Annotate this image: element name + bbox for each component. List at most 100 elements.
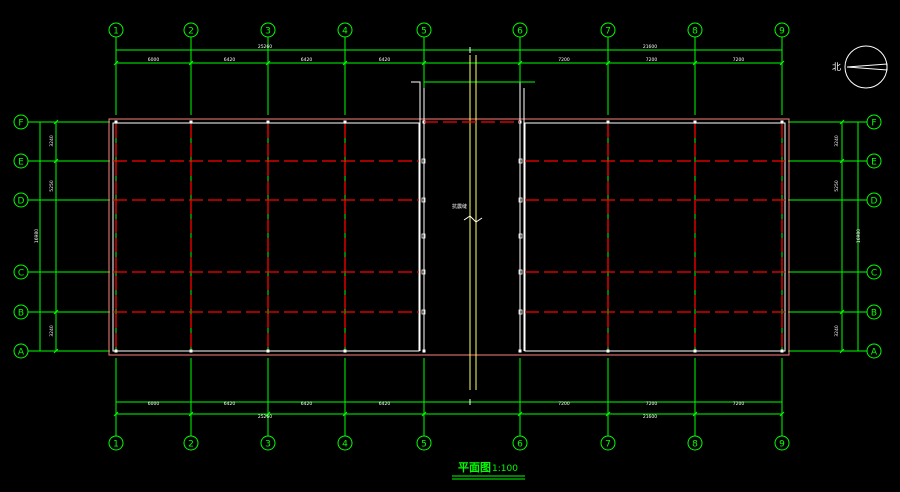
left-total-dim-text: 16980 xyxy=(34,229,40,243)
bottom-total-dim-text: 25260 xyxy=(258,414,272,420)
top-total-dim-text: 21600 xyxy=(643,44,657,50)
column-mark xyxy=(114,120,118,124)
axis-bubble-right-F-label: F xyxy=(871,119,876,129)
bottom-bay-dim-text: 6420 xyxy=(301,401,313,407)
drawing-title: 平面图 xyxy=(458,461,491,474)
top-dim-tick xyxy=(265,60,271,66)
axis-bubble-right-C-label: C xyxy=(871,269,877,279)
bottom-total-dim-text: 21600 xyxy=(643,414,657,420)
top-dim-tick xyxy=(188,60,194,66)
axis-bubble-bottom-7-circle xyxy=(600,435,616,451)
column-mark xyxy=(343,120,347,124)
axis-bubble-bottom-5-label: 5 xyxy=(421,440,427,450)
left-dim-tick xyxy=(53,309,59,315)
column-mark xyxy=(421,197,426,203)
axis-bubble-bottom-7-label: 7 xyxy=(605,440,611,450)
bottom-bay-dim-text: 7200 xyxy=(733,401,745,407)
axis-bubble-left-B-label: B xyxy=(18,309,24,319)
axis-bubble-left-F-label: F xyxy=(18,119,23,129)
top-bay-dim-text: 7200 xyxy=(558,57,570,63)
bottom-dim-tick xyxy=(605,411,611,417)
column-mark xyxy=(518,197,523,203)
axis-bubble-right-F-circle xyxy=(866,114,882,130)
column-mark xyxy=(421,309,426,315)
stair-wall-left xyxy=(411,81,421,123)
top-bay-dim-text: 6420 xyxy=(301,57,313,63)
north-arrow-pointer xyxy=(846,63,888,71)
column-mark xyxy=(518,269,523,275)
left-dim-tick xyxy=(53,348,59,354)
building-left-block xyxy=(112,122,420,352)
axis-bubble-top-9-circle xyxy=(774,22,790,38)
axis-bubble-top-8-circle xyxy=(687,22,703,38)
axis-bubble-top-1-label: 1 xyxy=(113,27,119,37)
axis-bubble-right-C-circle xyxy=(866,264,882,280)
axis-bubble-bottom-5-circle xyxy=(416,435,432,451)
axis-bubble-top-3-circle xyxy=(260,22,276,38)
right-dim-tick xyxy=(839,158,845,164)
top-bay-dim-text: 6420 xyxy=(224,57,236,63)
axis-bubble-left-A-label: A xyxy=(18,348,25,358)
axis-bubble-bottom-2-label: 2 xyxy=(188,440,194,450)
top-dim-tick xyxy=(342,60,348,66)
left-bay-dim-text: 3240 xyxy=(49,325,55,337)
column-mark xyxy=(518,233,523,239)
column-mark xyxy=(114,349,118,353)
axis-bubble-bottom-9-circle xyxy=(774,435,790,451)
column-mark xyxy=(266,120,270,124)
dimension-lines xyxy=(39,47,859,417)
top-dim-tick xyxy=(605,60,611,66)
left-dim-tick xyxy=(53,158,59,164)
top-dim-tick xyxy=(779,60,785,66)
bottom-dim-tick xyxy=(113,411,119,417)
beam-lines xyxy=(113,121,785,350)
bottom-bay-dim-text: 6420 xyxy=(224,401,236,407)
axis-bubble-top-1-circle xyxy=(108,22,124,38)
column-mark xyxy=(693,349,697,353)
axis-bubble-top-7-circle xyxy=(600,22,616,38)
right-bay-dim-text: 5250 xyxy=(834,180,840,192)
bottom-dim-tick xyxy=(779,411,785,417)
column-mark xyxy=(518,349,522,353)
bottom-dim-tick xyxy=(265,411,271,417)
axis-bubble-bottom-8-circle xyxy=(687,435,703,451)
bottom-bay-dim-text: 6000 xyxy=(148,401,160,407)
axis-bubble-right-B-circle xyxy=(866,304,882,320)
axis-bubble-left-F-circle xyxy=(13,114,29,130)
column-mark xyxy=(266,349,270,353)
top-dim-tick xyxy=(517,60,523,66)
axis-bubble-top-2-label: 2 xyxy=(188,27,194,37)
column-mark xyxy=(693,120,697,124)
top-dim-tick xyxy=(421,60,427,66)
bottom-dim-tick xyxy=(517,411,523,417)
column-mark xyxy=(606,120,610,124)
bottom-dim-tick xyxy=(188,411,194,417)
north-label: 北 xyxy=(832,62,841,73)
axis-bubble-top-4-label: 4 xyxy=(342,27,348,37)
axis-bubble-right-D-circle xyxy=(866,192,882,208)
axis-bubble-top-2-circle xyxy=(183,22,199,38)
top-bay-dim-text: 6000 xyxy=(148,57,160,63)
column-mark xyxy=(518,158,523,164)
right-total-dim-text: 16980 xyxy=(856,229,862,243)
north-arrow: 北 xyxy=(832,45,888,89)
axis-bubble-right-B-label: B xyxy=(871,309,877,319)
bottom-dim-tick xyxy=(342,411,348,417)
axis-bubble-left-D-label: D xyxy=(18,197,25,207)
column-mark xyxy=(518,309,523,315)
column-mark xyxy=(421,269,426,275)
grid-lines xyxy=(28,37,867,436)
axis-bubble-bottom-2-circle xyxy=(183,435,199,451)
bottom-bay-dim-text: 7200 xyxy=(558,401,570,407)
axis-bubble-top-7-label: 7 xyxy=(605,27,611,37)
axis-bubble-left-D-circle xyxy=(13,192,29,208)
axis-bubble-right-E-label: E xyxy=(871,158,877,168)
axis-bubble-left-C-label: C xyxy=(18,269,24,279)
axis-bubble-bottom-3-circle xyxy=(260,435,276,451)
axis-bubble-right-D-label: D xyxy=(871,197,878,207)
building-right-block xyxy=(524,122,786,352)
column-mark xyxy=(421,158,426,164)
axis-bubble-top-9-label: 9 xyxy=(779,27,785,37)
axis-bubble-left-E-circle xyxy=(13,153,29,169)
